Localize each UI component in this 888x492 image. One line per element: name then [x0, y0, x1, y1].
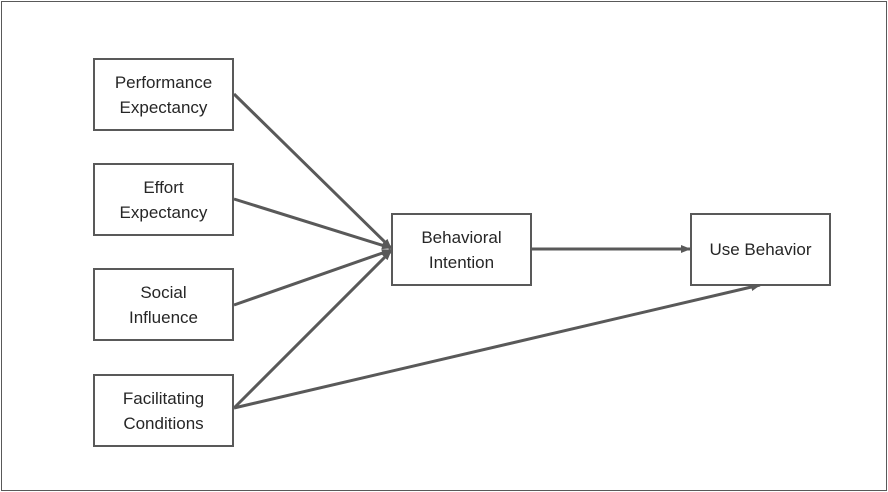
node-label: Behavioral Intention	[421, 227, 502, 272]
arrow-effort-to-intention	[233, 197, 392, 250]
node-label: Social Influence	[129, 282, 198, 327]
arrow-social-to-intention	[233, 248, 392, 307]
node-effort-expectancy: Effort Expectancy	[93, 163, 234, 236]
arrow-performance-to-intention	[232, 92, 393, 250]
node-label: Effort Expectancy	[119, 177, 208, 222]
node-label: Use Behavior	[709, 240, 812, 259]
arrow-facilitating-to-intention	[232, 249, 393, 410]
arrow-facilitating-to-use	[233, 283, 761, 410]
node-social-influence: Social Influence	[93, 268, 234, 341]
node-label: Facilitating Conditions	[122, 388, 205, 433]
node-behavioral-intention: Behavioral Intention	[391, 213, 532, 286]
node-label: Performance Expectancy	[114, 72, 213, 117]
node-facilitating-conditions: Facilitating Conditions	[93, 374, 234, 447]
node-use-behavior: Use Behavior	[690, 213, 831, 286]
node-performance-expectancy: Performance Expectancy	[93, 58, 234, 131]
